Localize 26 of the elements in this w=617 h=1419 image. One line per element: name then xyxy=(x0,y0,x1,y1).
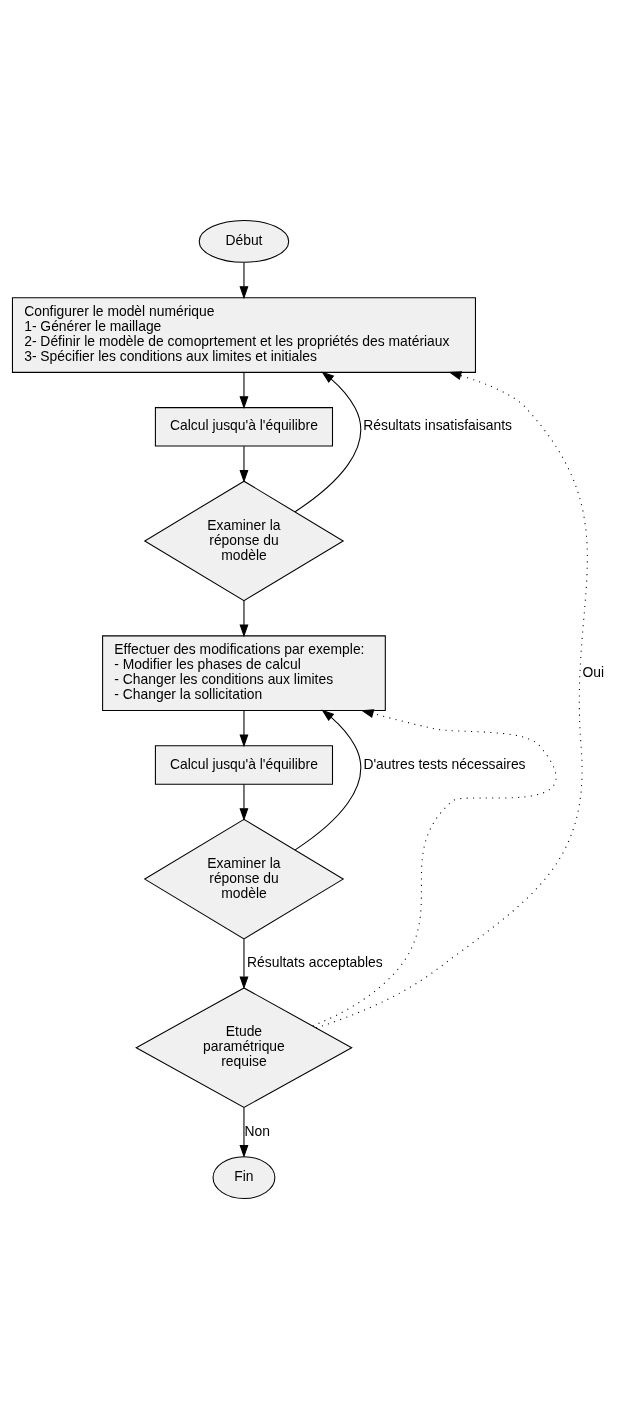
arrow xyxy=(239,262,249,300)
edge-label: D'autres tests nécessaires xyxy=(363,755,526,772)
arrow xyxy=(294,371,362,513)
edge-label: Non xyxy=(244,1122,271,1139)
arrow xyxy=(239,784,249,821)
edge-label: Oui xyxy=(582,663,605,680)
node-diamond: Examiner la réponse du modèle xyxy=(143,480,345,602)
arrow xyxy=(312,709,557,1027)
node-ellipse: Fin xyxy=(212,1156,276,1200)
arrow xyxy=(239,372,249,410)
arrow xyxy=(239,445,249,483)
node-box: Calcul jusqu'à l'équilibre xyxy=(154,407,334,447)
arrow xyxy=(239,938,249,990)
node-diamond: Examiner la réponse du modèle xyxy=(143,818,345,940)
arrow xyxy=(294,709,362,851)
edge-label: Résultats acceptables xyxy=(247,954,383,971)
node-ellipse: Début xyxy=(198,219,290,263)
edge-label: Résultats insatisfaisants xyxy=(363,417,512,434)
node-box: Configurer le modèl numérique 1- Générer le maillage 2- Définir le modèle de comoprtement et les propriétés des matériaux 3- Spécifier les conditions aux limites et initiales xyxy=(11,297,476,373)
arrow xyxy=(239,1107,249,1158)
node-box: Calcul jusqu'à l'équilibre xyxy=(154,745,334,785)
arrow xyxy=(315,371,588,1029)
node-diamond: Etude paramétrique requise xyxy=(135,987,353,1109)
arrow xyxy=(239,710,249,748)
arrow xyxy=(239,600,249,638)
node-box: Effectuer des modifications par exemple: - Modifier les phases de calcul - Changer les conditions aux limites - Changer la sollicitation xyxy=(102,635,386,712)
